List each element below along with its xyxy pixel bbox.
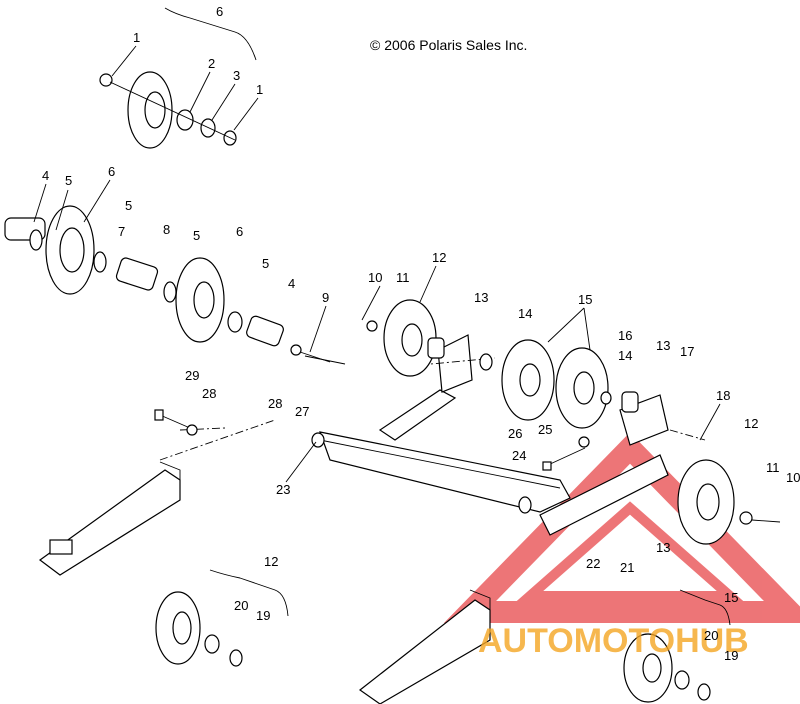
callout-label: 4	[288, 276, 295, 291]
callout-label: 28	[202, 386, 216, 401]
idler-wheel-bottom-right	[623, 633, 711, 703]
idler-wheel-bottom-left	[155, 591, 243, 667]
leader-lines	[33, 45, 721, 483]
callout-label: 15	[578, 292, 592, 307]
callout-label: 18	[716, 388, 730, 403]
callout-label: 24	[512, 448, 526, 463]
shaft-assembly	[4, 205, 331, 363]
callout-label: 10	[368, 270, 382, 285]
callout-label: 10	[786, 470, 800, 485]
callout-label: 6	[108, 164, 115, 179]
callout-label: 19	[724, 648, 738, 663]
rear-suspension-frame	[311, 334, 706, 536]
callout-label: 5	[193, 228, 200, 243]
callout-label: 29	[185, 368, 199, 383]
left-rail	[38, 419, 276, 576]
group-bracket-12	[209, 569, 289, 617]
callout-label: 21	[620, 560, 634, 575]
callout-label: 14	[518, 306, 532, 321]
callout-labels: 1 2 3 1 6 4 5 6 5 7 8 5 6 5 4 9 28 27 29…	[42, 4, 800, 663]
callout-label: 6	[236, 224, 243, 239]
callout-label: 6	[216, 4, 223, 19]
callout-label: 11	[396, 270, 410, 285]
callout-label: 23	[276, 482, 290, 497]
bolts	[154, 355, 590, 471]
callout-label: 22	[586, 556, 600, 571]
callout-label: 8	[163, 222, 170, 237]
callout-label: 15	[724, 590, 738, 605]
idler-wheel-top	[99, 71, 237, 149]
callout-label: 5	[125, 198, 132, 213]
callout-label: 27	[295, 404, 309, 419]
callout-label: 3	[233, 68, 240, 83]
callout-label: 9	[322, 290, 329, 305]
idler-wheel-15	[501, 339, 639, 429]
callout-label: 12	[264, 554, 278, 569]
callout-label: 16	[618, 328, 632, 343]
group-bracket-15	[679, 589, 731, 626]
idler-wheel-12-rear	[677, 459, 781, 545]
callout-label: 13	[656, 540, 670, 555]
callout-label: 2	[208, 56, 215, 71]
callout-label: 17	[680, 344, 694, 359]
callout-label: 7	[118, 224, 125, 239]
watermark-text: AUTOMOTOHUB	[478, 622, 749, 660]
right-rail	[358, 589, 491, 704]
callout-label: 13	[656, 338, 670, 353]
callout-label: 13	[474, 290, 488, 305]
callout-label: 5	[262, 256, 269, 271]
copyright-notice: © 2006 Polaris Sales Inc.	[370, 37, 527, 53]
callout-label: 20	[234, 598, 248, 613]
callout-label: 1	[133, 30, 140, 45]
callout-label: 5	[65, 173, 72, 188]
idler-wheel-12-upper	[366, 299, 493, 377]
callout-label: 12	[744, 416, 758, 431]
callout-label: 25	[538, 422, 552, 437]
callout-label: 14	[618, 348, 632, 363]
callout-label: 4	[42, 168, 49, 183]
callout-label: 1	[256, 82, 263, 97]
callout-label: 19	[256, 608, 270, 623]
callout-label: 11	[766, 460, 780, 475]
callout-label: 12	[432, 250, 446, 265]
callout-label: 26	[508, 426, 522, 441]
callout-label: 28	[268, 396, 282, 411]
callout-label: 20	[704, 628, 718, 643]
group-bracket-6	[164, 7, 257, 61]
